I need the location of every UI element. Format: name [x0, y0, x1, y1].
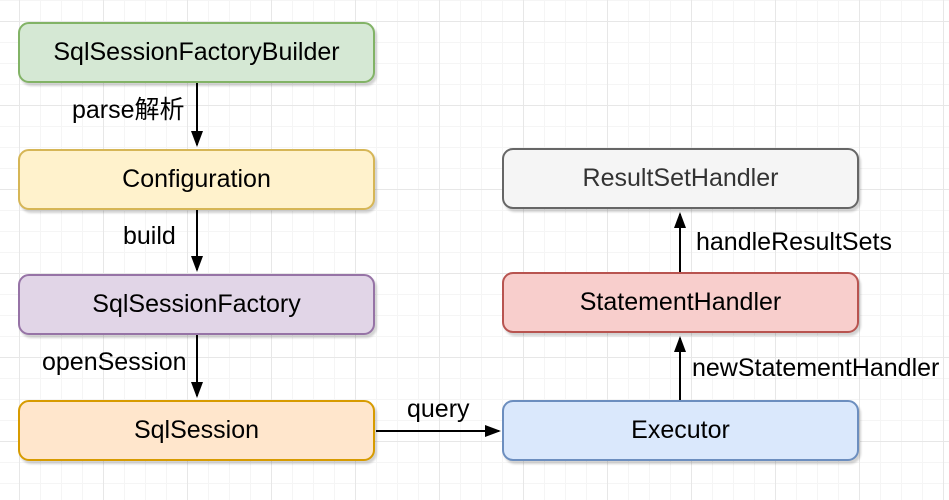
- edge-label-newstatementhandler: newStatementHandler: [692, 354, 940, 382]
- node-label: Configuration: [122, 165, 271, 193]
- node-sqlsessionfactorybuilder: SqlSessionFactoryBuilder: [18, 22, 375, 83]
- node-label: SqlSessionFactoryBuilder: [53, 38, 340, 66]
- node-sqlsessionfactory: SqlSessionFactory: [18, 274, 375, 335]
- node-executor: Executor: [502, 400, 859, 461]
- edge-label-opensession: openSession: [42, 348, 187, 376]
- node-label: StatementHandler: [579, 288, 782, 316]
- edge-label-build: build: [123, 222, 176, 250]
- node-label: SqlSession: [133, 416, 260, 444]
- node-label: ResultSetHandler: [582, 164, 779, 192]
- node-statementhandler: StatementHandler: [502, 272, 859, 333]
- edge-label-query: query: [407, 395, 470, 423]
- node-configuration: Configuration: [18, 149, 375, 210]
- node-sqlsession: SqlSession: [18, 400, 375, 461]
- edge-label-parse: parse解析: [72, 96, 185, 124]
- node-resultsethandler: ResultSetHandler: [502, 148, 859, 209]
- node-label: Executor: [631, 416, 730, 444]
- node-label: SqlSessionFactory: [92, 290, 301, 318]
- edge-label-handleresultsets: handleResultSets: [696, 228, 892, 256]
